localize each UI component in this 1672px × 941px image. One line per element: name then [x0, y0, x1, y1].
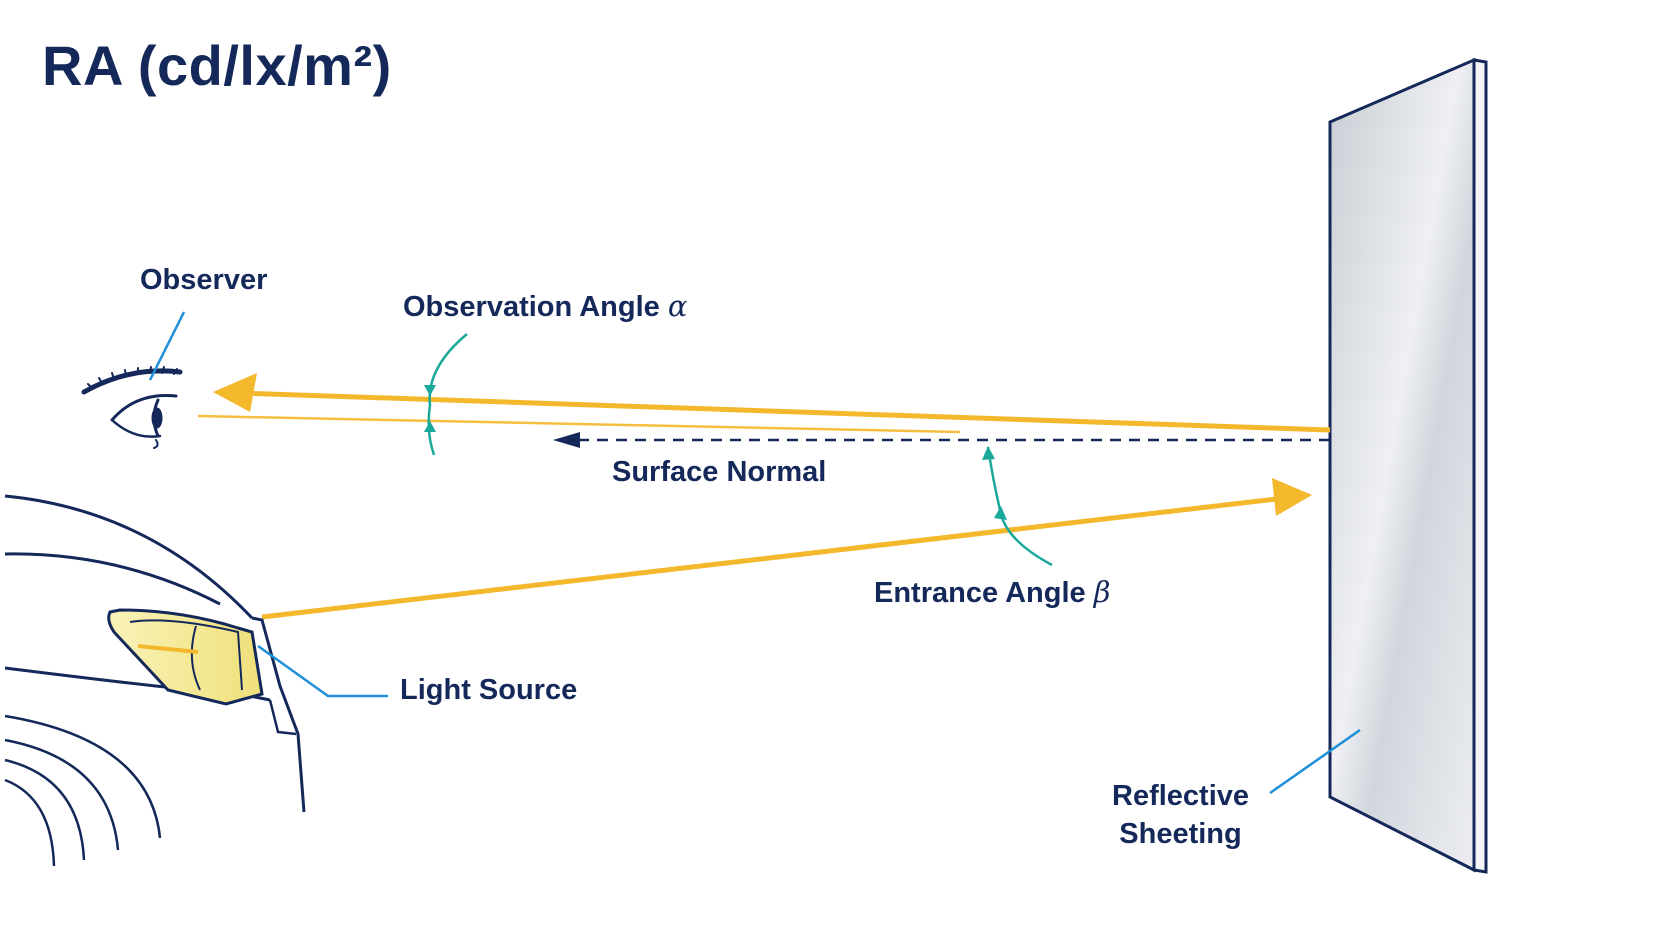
- surface-normal-line: [553, 432, 1330, 448]
- incident-ray: [261, 478, 1312, 620]
- page-title: RA (cd/lx/m²): [42, 34, 392, 97]
- light-source-label: Light Source: [400, 674, 578, 706]
- sheeting-leader-line: [1269, 728, 1361, 795]
- car-icon: [4, 494, 306, 867]
- light-source-leader-line: [257, 644, 388, 698]
- entrance-angle-text: Entrance Angle: [874, 577, 1086, 609]
- observation-angle-arc: [424, 333, 468, 456]
- observer-leader-line: [148, 311, 186, 381]
- headlight-icon: [107, 608, 264, 706]
- observer-label: Observer: [140, 264, 268, 296]
- reflective-sheeting-label: Reflective Sheeting: [1112, 778, 1249, 853]
- leader-lines: [148, 311, 1361, 795]
- observer-eye-icon: [81, 366, 183, 449]
- surface-normal-label: Surface Normal: [612, 456, 827, 488]
- entrance-angle-arc: [982, 446, 1053, 567]
- reflective-sheeting-panel: [1328, 57, 1488, 874]
- beta-symbol: β: [1093, 575, 1111, 609]
- sheeting-label-line1: Reflective: [1112, 780, 1250, 812]
- return-ray: [213, 373, 1331, 433]
- observation-angle-label: Observation Angle α: [403, 292, 687, 322]
- sheeting-label-line2: Sheeting: [1119, 817, 1242, 850]
- entrance-angle-label: Entrance Angle β: [874, 578, 1110, 608]
- observation-axis-line: [197, 414, 961, 434]
- alpha-symbol: α: [667, 289, 688, 323]
- observation-angle-text: Observation Angle: [403, 291, 660, 323]
